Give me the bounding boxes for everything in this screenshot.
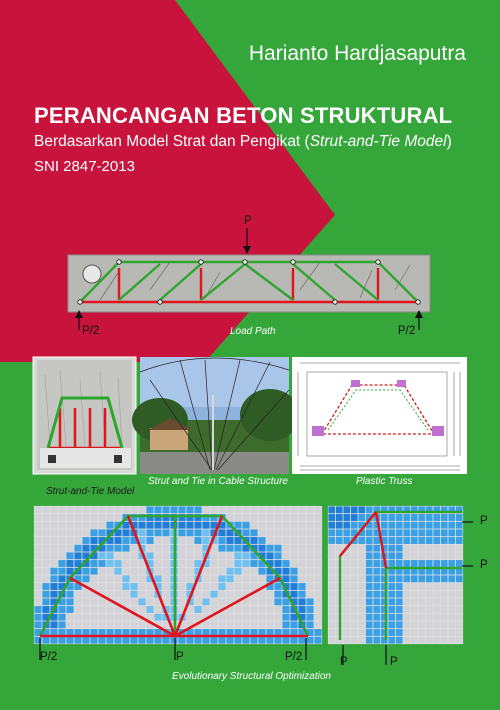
cable-structure-photo [132, 357, 300, 474]
eso-corner-load-3: P [340, 656, 348, 668]
strut-tie-photo [32, 356, 137, 475]
load-path-caption: Load Path [230, 326, 276, 337]
subtitle-italic: Strut-and-Tie Model [309, 133, 447, 150]
eso-caption: Evolutionary Structural Optimization [172, 671, 331, 682]
subtitle-main: Berdasarkan Model Strat dan Pengikat ( [34, 133, 310, 150]
eso-load-arrows [39, 521, 473, 665]
eso-load-left: P/2 [40, 651, 58, 663]
load-label-right: P/2 [398, 325, 416, 337]
cable-caption: Strut and Tie in Cable Structure [148, 476, 288, 487]
eso-corner-load-2: P [480, 559, 488, 571]
eso-load-right: P/2 [285, 651, 303, 663]
eso-mesh-left [33, 505, 323, 645]
strut-tie-caption: Strut-and-Tie Model [46, 486, 135, 497]
load-path-figure [67, 228, 431, 330]
book-title: PERANCANGAN BETON STRUKTURAL [34, 103, 453, 128]
author-name: Harianto Hardjasaputra [248, 42, 466, 65]
eso-load-mid: P [176, 651, 184, 663]
subtitle-close: ) [446, 133, 452, 150]
plastic-truss-drawing [292, 357, 467, 474]
load-label-left: P/2 [82, 325, 100, 337]
eso-corner-load-1: P [480, 515, 488, 527]
load-label-top: P [244, 215, 252, 227]
eso-mesh-right [327, 505, 464, 645]
plastic-truss-caption: Plastic Truss [356, 476, 413, 487]
book-subtitle: Berdasarkan Model Strat dan Pengikat (St… [34, 133, 452, 151]
eso-corner-load-4: P [390, 656, 398, 668]
standard-code: SNI 2847-2013 [34, 158, 135, 175]
